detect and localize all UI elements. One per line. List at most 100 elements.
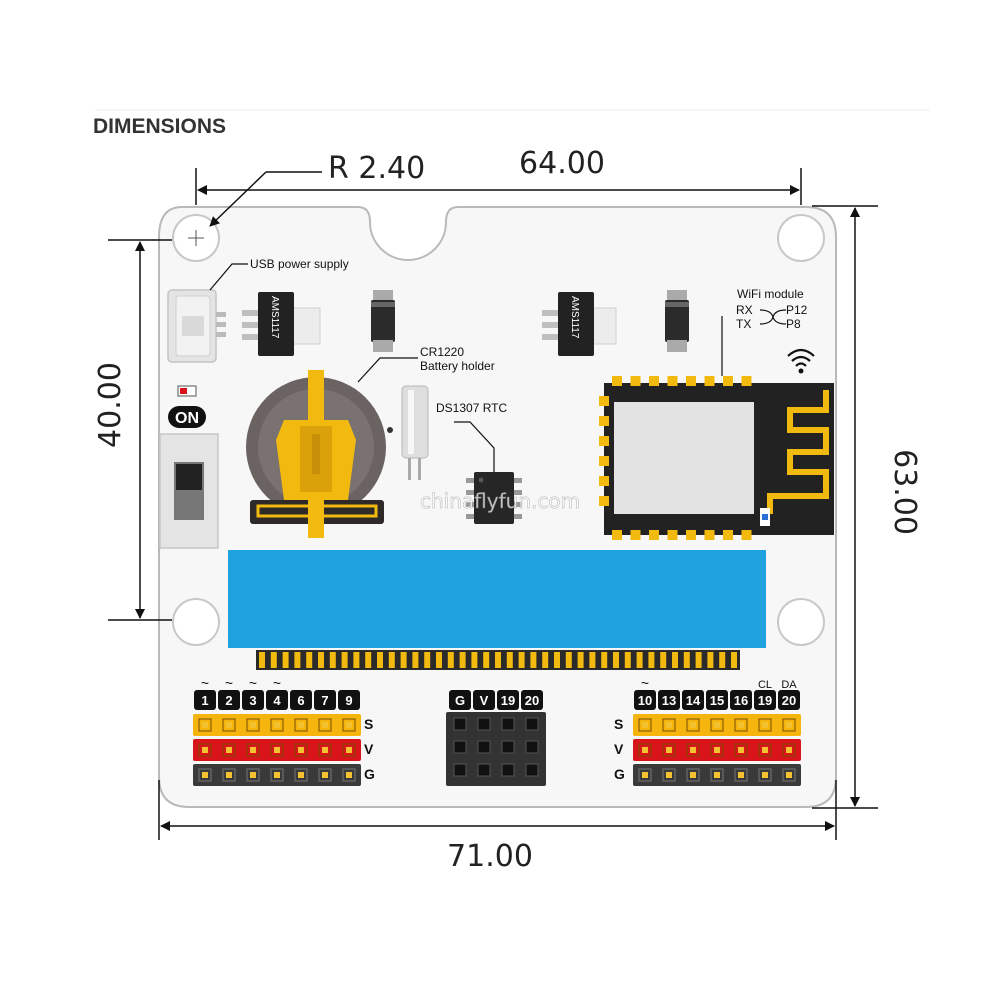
pin-label: 7 (321, 693, 328, 708)
row-label: G (614, 766, 625, 782)
mount-hole-bottom-right (777, 598, 825, 646)
power-switch: ON (159, 385, 219, 549)
wifi-pad (704, 530, 715, 540)
wifi-pad (630, 530, 641, 540)
middle-socket-body (446, 712, 546, 786)
diode-left (371, 290, 395, 352)
label-p12: P12 (786, 303, 808, 317)
connector-pin (483, 652, 490, 668)
regulator-left: AMS1117 (242, 292, 321, 356)
connector-pin (388, 652, 395, 668)
pin-socket (758, 768, 772, 782)
pin-socket (198, 768, 212, 782)
connector-pin (436, 652, 442, 668)
middle-socket-pin (525, 740, 539, 754)
pin-contact (202, 747, 208, 753)
pin-socket (662, 718, 676, 732)
pin-top-label: ~ (225, 675, 233, 691)
pin-label: 14 (686, 693, 701, 708)
label-tx: TX (736, 317, 751, 331)
pin-contact (738, 747, 744, 753)
pin-label-box (778, 690, 800, 710)
wifi-pad (612, 376, 622, 386)
pin-socket (734, 718, 748, 732)
wifi-pad (599, 396, 609, 406)
label-battery-line2: Battery holder (420, 359, 495, 373)
pin-contact (714, 722, 720, 728)
pin-socket (638, 743, 652, 757)
dim-radius: R 2.40 (328, 151, 425, 186)
pin-label-box (634, 690, 656, 710)
pin-label-box (314, 690, 336, 710)
pin-contact (666, 747, 672, 753)
pin-contact (690, 772, 696, 778)
pin-contact (346, 722, 352, 728)
pin-socket (758, 743, 772, 757)
wifi-pad (686, 530, 696, 540)
pin-label: 4 (273, 693, 281, 708)
pin-socket (686, 768, 700, 782)
row-label: G (364, 766, 375, 782)
pin-label-box (194, 690, 216, 710)
pin-socket (734, 743, 748, 757)
connector-pin (424, 652, 431, 668)
pin-contact (738, 722, 744, 728)
dim-right-height: 63.00 (887, 449, 922, 535)
pin-socket (294, 743, 308, 757)
pin-label: 9 (345, 693, 352, 708)
pin-label-box (658, 690, 680, 710)
middle-socket-pin (501, 717, 515, 731)
label-rx: RX (736, 303, 753, 317)
pin-label: G (455, 693, 465, 708)
pin-contact (762, 722, 768, 728)
pin-label: 1 (201, 693, 208, 708)
connector-pin (554, 652, 560, 668)
connector-pin (459, 652, 466, 668)
middle-socket-pin (453, 717, 467, 731)
pin-top-label: ~ (201, 675, 209, 691)
pin-socket (246, 743, 260, 757)
pin-contact (690, 722, 696, 728)
connector-pin (329, 652, 336, 668)
wifi-pad (741, 376, 752, 386)
wifi-module (599, 376, 834, 540)
pin-contact (226, 747, 232, 753)
pin-contact (298, 747, 304, 753)
connector-pin (542, 652, 549, 668)
pin-label: 20 (525, 693, 539, 708)
pin-socket (246, 718, 260, 732)
pin-label: V (480, 693, 489, 708)
connector-pin (601, 652, 608, 668)
connector-pin (270, 652, 277, 668)
pin-contact (346, 772, 352, 778)
pin-label-box (497, 690, 519, 710)
wifi-pad (599, 416, 609, 426)
pin-socket (222, 718, 236, 732)
pin-socket (782, 768, 796, 782)
middle-socket-pin (525, 763, 539, 777)
pin-socket (270, 743, 284, 757)
regulator-right: AMS1117 (542, 292, 617, 356)
pin-socket (318, 768, 332, 782)
pin-socket (638, 768, 652, 782)
pin-contact (786, 747, 792, 753)
middle-socket-pin (477, 717, 491, 731)
connector-pin (636, 652, 643, 668)
connector-pin (447, 652, 454, 668)
pin-contact (322, 722, 328, 728)
pin-socket (294, 718, 308, 732)
pin-socket (198, 743, 212, 757)
wifi-pad (599, 456, 609, 466)
pin-label: 16 (734, 693, 748, 708)
connector-pin (683, 652, 690, 668)
pin-contact (642, 722, 648, 728)
rtc-chip (466, 472, 522, 524)
wifi-pad (599, 496, 609, 506)
pin-label: 19 (758, 693, 772, 708)
pin-contact (274, 772, 280, 778)
pin-socket (342, 743, 356, 757)
pin-socket (638, 718, 652, 732)
